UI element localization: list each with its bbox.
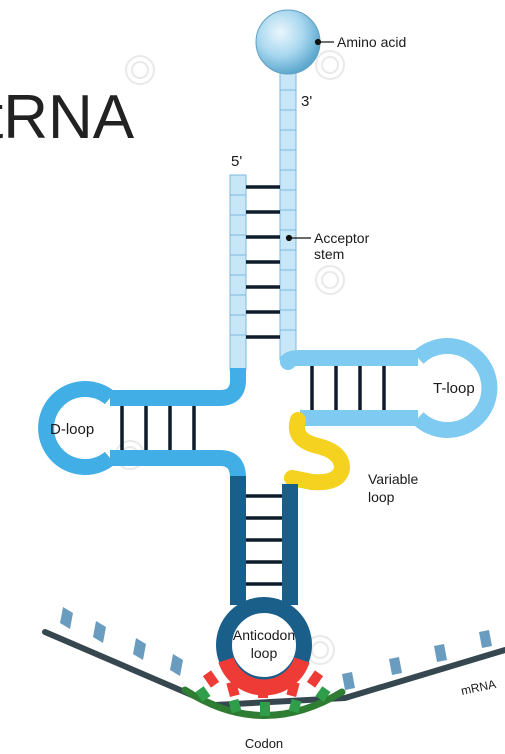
title: tRNA [0, 83, 135, 152]
acceptor-stem-label-line1: Acceptor [314, 230, 370, 246]
mrna-strand [42, 629, 505, 708]
amino-acid-label: Amino acid [337, 34, 406, 50]
anticodon-loop-label-line1: Anticodon [233, 627, 295, 643]
mrna-base [389, 657, 402, 675]
codon-label: Codon [245, 736, 283, 751]
amino-acid-sphere [255, 9, 321, 75]
mrna-base [133, 638, 146, 660]
variable-loop [284, 412, 350, 491]
acceptor-stem-label-line2: stem [314, 246, 344, 262]
mrna-label: mRNA [460, 677, 497, 698]
base-pair-bonds [120, 185, 386, 586]
t-loop-label: T-loop [433, 380, 475, 397]
anticodon-bases [202, 657, 324, 698]
t-arm [280, 338, 498, 438]
mrna-bases [60, 607, 492, 690]
acceptor-stem [229, 69, 297, 371]
d-arm [38, 368, 246, 510]
mrna-base [342, 672, 355, 690]
anticodon-loop-label-line2: loop [251, 645, 278, 661]
d-loop-label: D-loop [50, 421, 94, 438]
mrna-base [479, 630, 492, 648]
five-prime-label: 5' [231, 153, 242, 170]
mrna-base [93, 621, 106, 643]
mrna-base [170, 654, 183, 676]
variable-loop-label-line1: Variable [368, 471, 419, 487]
mrna-base [60, 607, 73, 629]
variable-loop-label-line2: loop [368, 489, 395, 505]
three-prime-label: 3' [301, 93, 312, 110]
mrna-base [434, 644, 447, 662]
leader-lines [285, 38, 334, 242]
codon-bases [195, 686, 331, 716]
